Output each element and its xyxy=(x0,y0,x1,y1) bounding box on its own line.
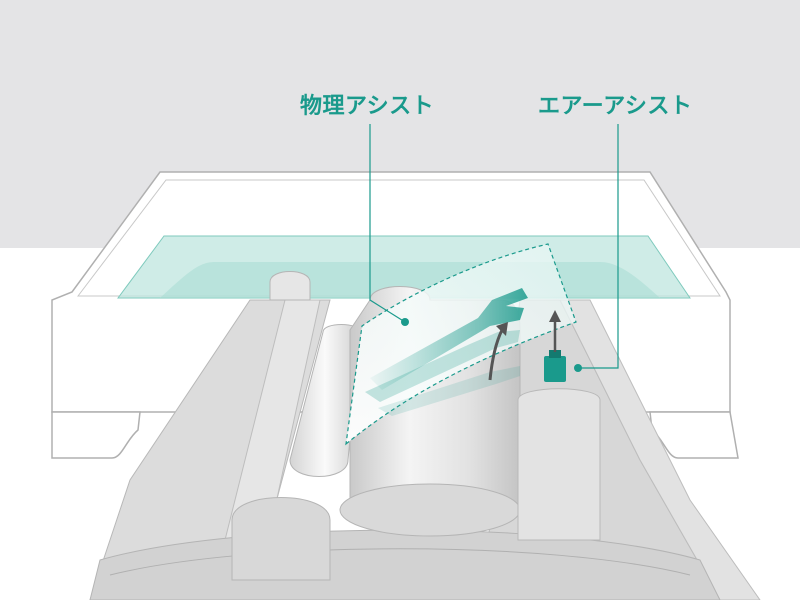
leader-air xyxy=(578,124,619,369)
leader-physical xyxy=(369,124,406,323)
rear-roller xyxy=(269,271,311,301)
label-air-assist: エアーアシスト xyxy=(538,94,693,119)
guide-rod xyxy=(289,324,361,477)
arrow-up-icon xyxy=(549,310,561,352)
callout-leaders xyxy=(369,124,619,372)
assist-fingers xyxy=(365,288,528,416)
lower-cylinder-left xyxy=(231,497,331,581)
air-nozzle-icon xyxy=(544,350,566,382)
curved-arrow-up-icon xyxy=(488,322,508,381)
right-column xyxy=(517,388,601,541)
label-physical-assist: 物理アシスト xyxy=(300,94,435,119)
